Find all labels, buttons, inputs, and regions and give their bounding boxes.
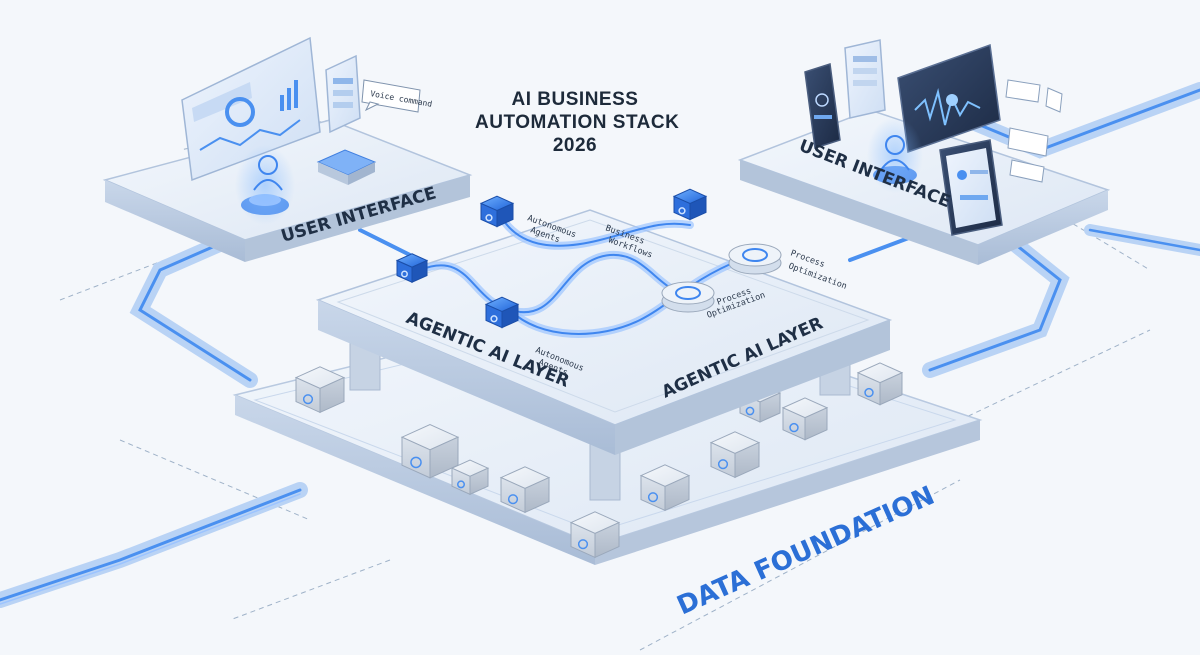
page-title: AI BUSINESS AUTOMATION STACK 2026: [475, 88, 680, 157]
title-line-1: AI BUSINESS: [511, 89, 639, 110]
large-monitor: [897, 43, 1001, 154]
phone-left: [804, 63, 841, 149]
title-line-2: AUTOMATION STACK: [475, 112, 680, 133]
agent-node-3: [395, 253, 429, 284]
agentic-ai-platform: [315, 209, 893, 455]
chip-module-left: [316, 149, 377, 185]
mobile-panel-left: [325, 54, 361, 134]
title-line-3: 2026: [552, 135, 598, 156]
agent-nodes: [395, 188, 782, 329]
voice-command-bubble: Voice command: [361, 79, 433, 113]
ui-platform-right: [737, 109, 1111, 265]
data-cube-3: [499, 466, 551, 514]
agent-node-1: [479, 195, 515, 228]
agent-node-4: [484, 296, 520, 329]
process-optimization-node-right: [728, 243, 782, 275]
data-cube-1: [294, 366, 346, 414]
dashboard-screen: [181, 36, 321, 182]
workflow-connectors: [416, 211, 744, 338]
process-optimization-node-center: [661, 281, 715, 313]
data-cube-9: [450, 459, 490, 496]
phone-right: [939, 139, 1003, 236]
agent-node-2: [672, 188, 708, 221]
user-hologram-right: [867, 117, 923, 193]
tablet-panel: [844, 39, 886, 119]
data-cube-8: [856, 362, 904, 406]
chat-bubbles-right: [1005, 79, 1063, 183]
energy-streams: [0, 82, 1200, 608]
data-cube-7: [781, 397, 829, 441]
user-hologram-left: [235, 145, 295, 225]
data-cube-6: [709, 431, 761, 479]
data-cube-4: [569, 511, 621, 559]
data-cube-5: [639, 464, 691, 512]
